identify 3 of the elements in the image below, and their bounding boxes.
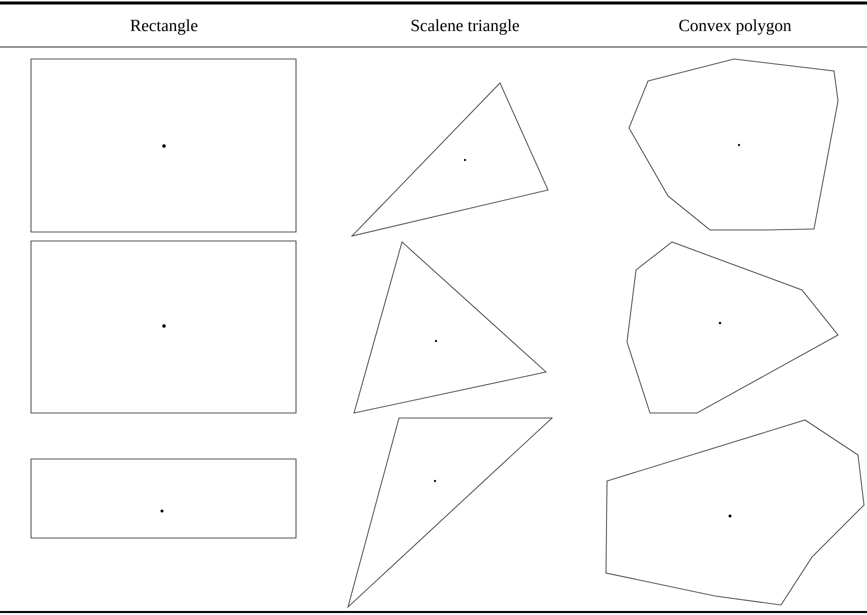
column-header: Rectangle bbox=[130, 19, 198, 35]
column-header: Convex polygon bbox=[679, 19, 792, 35]
column-header: Scalene triangle bbox=[412, 19, 519, 35]
